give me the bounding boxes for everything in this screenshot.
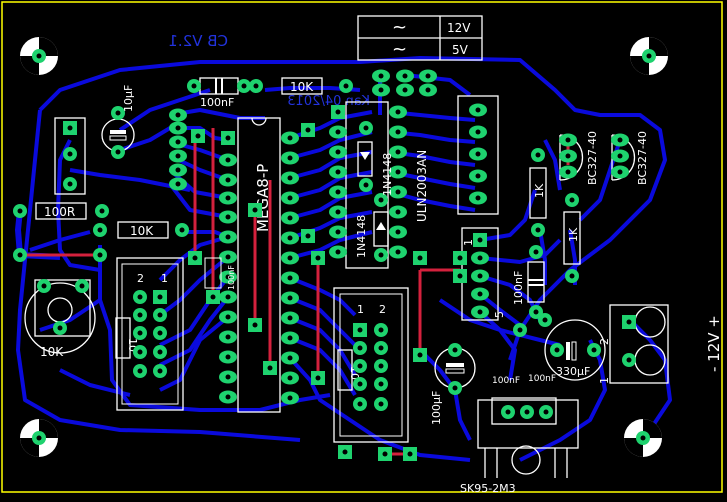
transistor-bc327-2: BC327-40 (611, 131, 649, 185)
resistor-1k-b: 1K (563, 193, 581, 283)
transistor-bc327-1: BC327-40 (559, 131, 599, 185)
diode-1-label: 1N4148 (355, 215, 368, 258)
mounting-hole-bottom-left (20, 419, 58, 457)
sip-pin-1: 1 (462, 239, 475, 246)
transistor-left (54, 117, 86, 195)
idc-right-pin-b: 2 (379, 303, 386, 316)
cap-100nf-reg-b-label: 100nF (528, 374, 556, 384)
potentiometer-label: 10K (40, 345, 64, 359)
mounting-hole-bottom-right (624, 419, 662, 457)
power-table: ~ ~ 12V 5V (357, 15, 483, 61)
cap-100uf: 100µF (430, 343, 476, 425)
mcu-label: MEGA8-P (254, 164, 272, 232)
cap-100uf-label: 100µF (430, 391, 443, 425)
driver-footprint: ULN2003AN (345, 101, 429, 269)
regulator-heatsink: SK95-2M3 100nF 100nF (460, 374, 579, 495)
mounting-hole-top-left (20, 37, 58, 75)
jumper-pad-left (13, 248, 27, 262)
sip-pin-5: 5 (493, 311, 506, 318)
idc-header-left: 2 1 10 (115, 257, 184, 411)
resistor-10k-top-label: 10K (290, 80, 314, 94)
cap-100nf-mcu-label: 100nF (227, 265, 236, 290)
cap-100nf-right-label: 100nF (512, 271, 525, 305)
wire-jumpers (22, 128, 570, 456)
board-outline (1, 1, 723, 493)
board-title-mirrored: CB V2.1 (168, 32, 228, 50)
terminal-block: 2 1 - 12V + (598, 304, 723, 384)
diode-2: 1N4148 (373, 153, 394, 262)
jumper-pad-mid (311, 371, 325, 385)
voltage-5v: 5V (452, 43, 469, 57)
resistor-10k-mid: 10K (93, 221, 189, 239)
potentiometer-10k: 10K (24, 279, 96, 359)
jumper-pad-left-b (93, 248, 107, 262)
resistor-1k-a-label: 1K (533, 183, 546, 198)
jumper-pad-cap (413, 348, 427, 362)
cap-330uf: 330µF (544, 319, 606, 381)
cap-100nf-top: 100nF (187, 77, 251, 109)
terminal-pin-1: 1 (598, 377, 611, 384)
idc-left-pin-a: 2 (137, 272, 144, 285)
cap-100nf-top-label: 100nF (200, 96, 234, 109)
resistor-1k-b-label: 1K (567, 227, 580, 242)
ac-symbol-5v: ~ (392, 39, 407, 60)
driver-label: ULN2003AN (415, 150, 429, 222)
transistor-2-label: BC327-40 (636, 131, 649, 185)
resistor-100r-label: 100R (44, 205, 75, 219)
mounting-hole-top-right (630, 37, 668, 75)
resistor-1k-a: 1K (529, 148, 547, 237)
cap-100nf-reg-a-label: 100nF (492, 376, 520, 386)
diode-1: 1N4148 (355, 121, 373, 258)
cap-100nf-right: 100nF (512, 245, 545, 319)
terminal-pin-2: 2 (598, 338, 611, 345)
diode-2-label: 1N4148 (381, 153, 394, 196)
jumper-pad-mcu (263, 361, 277, 375)
supply-voltage-label: - 12V + (705, 315, 723, 372)
pin-strip-upper (457, 95, 499, 215)
resistor-10k-top: 10K (249, 77, 353, 95)
cap-10uf-label: 10µF (122, 85, 135, 112)
idc-right-pin-a: 1 (357, 303, 364, 316)
idc-header-right: 1 2 10 (333, 287, 409, 443)
author-mirrored: Kan 04/2013 (287, 94, 370, 109)
sip-header-right: 1 5 (453, 227, 506, 321)
jumper-pad-sip (413, 251, 427, 265)
jumper-pad-mcu-c (188, 251, 202, 265)
cap-330uf-label: 330µF (556, 365, 590, 378)
regulator-label: SK95-2M3 (460, 482, 516, 495)
resistor-100r: 100R (13, 202, 109, 220)
resistor-10k-mid-label: 10K (130, 224, 154, 238)
jumper-pad-mcu-b (248, 318, 262, 332)
ac-symbol-12v: ~ (392, 17, 407, 38)
idc-left-pin-b: 1 (161, 272, 168, 285)
voltage-12v: 12V (447, 21, 471, 35)
transistor-1-label: BC327-40 (586, 131, 599, 185)
cap-100nf-mcu: 100nF (204, 257, 236, 304)
cap-10uf: 10µF (101, 85, 135, 159)
